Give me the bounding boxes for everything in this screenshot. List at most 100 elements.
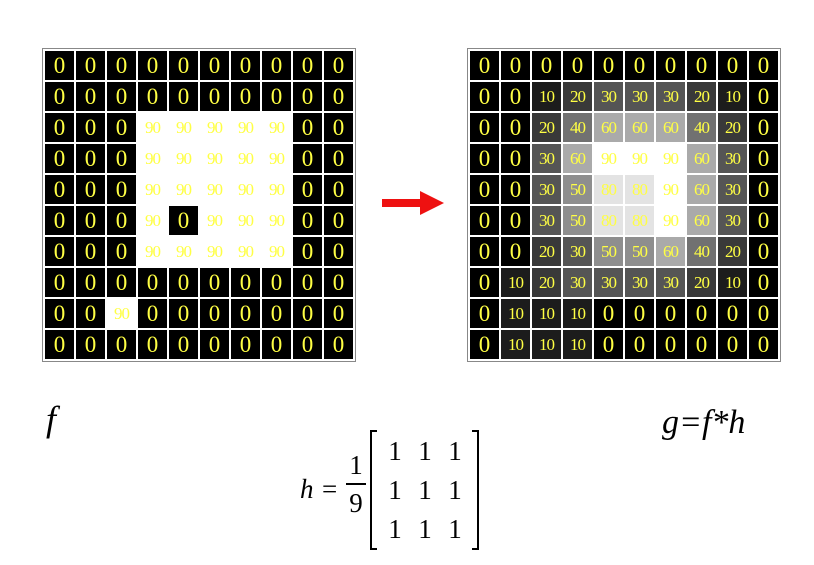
pixel-cell: 0 bbox=[45, 330, 74, 359]
pixel-cell: 90 bbox=[138, 113, 167, 142]
pixel-cell: 90 bbox=[656, 175, 685, 204]
pixel-cell: 0 bbox=[687, 51, 716, 80]
pixel-cell: 60 bbox=[687, 175, 716, 204]
pixel-cell: 30 bbox=[594, 82, 623, 111]
pixel-cell: 0 bbox=[45, 51, 74, 80]
pixel-cell: 0 bbox=[262, 330, 291, 359]
pixel-cell: 0 bbox=[470, 175, 499, 204]
pixel-cell: 90 bbox=[200, 175, 229, 204]
pixel-cell: 0 bbox=[262, 268, 291, 297]
pixel-cell: 40 bbox=[687, 237, 716, 266]
pixel-cell: 0 bbox=[200, 82, 229, 111]
pixel-cell: 90 bbox=[169, 237, 198, 266]
pixel-cell: 0 bbox=[107, 144, 136, 173]
pixel-cell: 0 bbox=[45, 237, 74, 266]
pixel-cell: 20 bbox=[532, 268, 561, 297]
kernel-entry: 1 bbox=[388, 475, 402, 505]
pixel-cell: 0 bbox=[45, 113, 74, 142]
pixel-cell: 0 bbox=[470, 51, 499, 80]
kernel-factor: 1 9 bbox=[346, 450, 366, 518]
pixel-cell: 0 bbox=[532, 51, 561, 80]
pixel-cell: 10 bbox=[563, 330, 592, 359]
pixel-cell: 80 bbox=[594, 206, 623, 235]
pixel-cell: 90 bbox=[169, 113, 198, 142]
pixel-cell: 90 bbox=[138, 237, 167, 266]
pixel-cell: 0 bbox=[293, 206, 322, 235]
pixel-cell: 0 bbox=[169, 330, 198, 359]
pixel-cell: 0 bbox=[324, 113, 353, 142]
arrow-right-icon bbox=[382, 191, 444, 215]
pixel-cell: 50 bbox=[625, 237, 654, 266]
pixel-cell: 10 bbox=[718, 268, 747, 297]
pixel-cell: 0 bbox=[687, 299, 716, 328]
pixel-cell: 0 bbox=[718, 299, 747, 328]
pixel-cell: 90 bbox=[200, 237, 229, 266]
pixel-cell: 20 bbox=[718, 237, 747, 266]
pixel-cell: 30 bbox=[656, 82, 685, 111]
pixel-cell: 90 bbox=[625, 144, 654, 173]
pixel-cell: 0 bbox=[76, 237, 105, 266]
pixel-cell: 10 bbox=[563, 299, 592, 328]
pixel-cell: 0 bbox=[470, 299, 499, 328]
pixel-cell: 20 bbox=[532, 237, 561, 266]
pixel-cell: 0 bbox=[293, 51, 322, 80]
pixel-cell: 20 bbox=[687, 268, 716, 297]
kernel-entry: 1 bbox=[448, 436, 462, 466]
pixel-cell: 10 bbox=[501, 299, 530, 328]
pixel-cell: 80 bbox=[625, 206, 654, 235]
pixel-cell: 30 bbox=[532, 175, 561, 204]
pixel-cell: 0 bbox=[107, 268, 136, 297]
pixel-cell: 0 bbox=[45, 82, 74, 111]
pixel-cell: 10 bbox=[718, 82, 747, 111]
pixel-cell: 90 bbox=[594, 144, 623, 173]
input-image-label: f bbox=[46, 399, 57, 439]
pixel-cell: 0 bbox=[262, 82, 291, 111]
pixel-cell: 0 bbox=[45, 268, 74, 297]
pixel-cell: 0 bbox=[76, 330, 105, 359]
kernel-matrix: 1 1 1 1 1 1 1 1 1 bbox=[380, 432, 470, 549]
pixel-cell: 0 bbox=[501, 206, 530, 235]
pixel-cell: 20 bbox=[718, 113, 747, 142]
pixel-cell: 0 bbox=[324, 206, 353, 235]
pixel-cell: 90 bbox=[231, 144, 260, 173]
pixel-cell: 0 bbox=[200, 330, 229, 359]
pixel-cell: 0 bbox=[169, 82, 198, 111]
pixel-cell: 0 bbox=[107, 175, 136, 204]
pixel-cell: 0 bbox=[501, 113, 530, 142]
pixel-cell: 10 bbox=[501, 268, 530, 297]
pixel-cell: 0 bbox=[45, 175, 74, 204]
pixel-cell: 0 bbox=[169, 268, 198, 297]
pixel-cell: 0 bbox=[138, 51, 167, 80]
pixel-cell: 30 bbox=[718, 206, 747, 235]
pixel-cell: 0 bbox=[470, 206, 499, 235]
pixel-cell: 60 bbox=[656, 113, 685, 142]
pixel-cell: 30 bbox=[718, 144, 747, 173]
pixel-cell: 0 bbox=[45, 206, 74, 235]
pixel-cell: 90 bbox=[231, 175, 260, 204]
pixel-cell: 0 bbox=[749, 268, 778, 297]
pixel-cell: 0 bbox=[107, 237, 136, 266]
pixel-cell: 30 bbox=[532, 144, 561, 173]
pixel-cell: 50 bbox=[563, 175, 592, 204]
pixel-cell: 0 bbox=[200, 299, 229, 328]
pixel-cell: 0 bbox=[470, 330, 499, 359]
pixel-cell: 20 bbox=[687, 82, 716, 111]
pixel-cell: 0 bbox=[293, 268, 322, 297]
pixel-cell: 90 bbox=[262, 237, 291, 266]
kernel-entry: 1 bbox=[418, 475, 432, 505]
pixel-cell: 30 bbox=[718, 175, 747, 204]
pixel-cell: 0 bbox=[293, 237, 322, 266]
fraction-bar bbox=[346, 483, 366, 485]
pixel-cell: 0 bbox=[594, 330, 623, 359]
pixel-cell: 0 bbox=[749, 237, 778, 266]
pixel-cell: 0 bbox=[625, 51, 654, 80]
pixel-cell: 0 bbox=[169, 206, 198, 235]
pixel-cell: 0 bbox=[324, 51, 353, 80]
pixel-cell: 0 bbox=[76, 175, 105, 204]
pixel-cell: 0 bbox=[107, 113, 136, 142]
pixel-cell: 0 bbox=[501, 82, 530, 111]
pixel-cell: 0 bbox=[293, 175, 322, 204]
pixel-cell: 0 bbox=[76, 113, 105, 142]
pixel-cell: 90 bbox=[231, 237, 260, 266]
